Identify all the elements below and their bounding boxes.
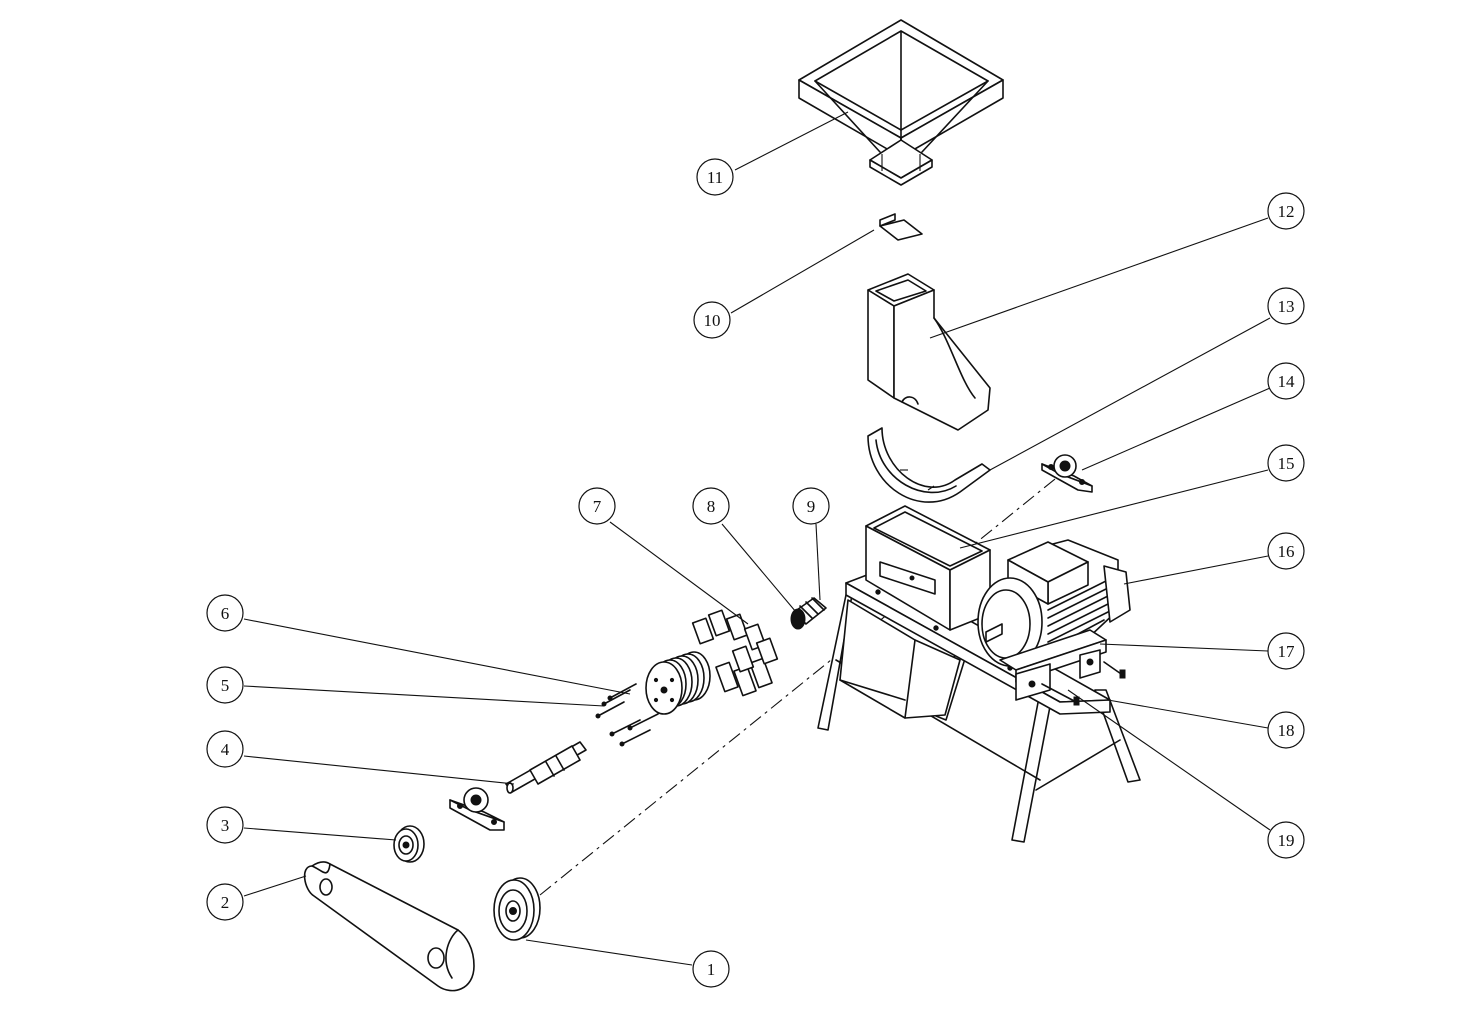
assembly-centerline [539, 474, 1061, 896]
svg-text:14: 14 [1278, 372, 1296, 391]
svg-text:9: 9 [807, 497, 816, 516]
rotor-disc-stack [645, 651, 711, 715]
leader-3 [243, 827, 397, 841]
adjusting-bolts [1041, 661, 1126, 706]
svg-text:11: 11 [707, 168, 723, 187]
balloon-14: 14 [1267, 362, 1305, 400]
balloon-10: 10 [693, 301, 731, 339]
balloon-17: 17 [1267, 632, 1305, 670]
leader-17 [1099, 643, 1269, 652]
svg-text:8: 8 [707, 497, 716, 516]
balloon-9: 9 [792, 487, 830, 525]
leader-9 [815, 523, 821, 601]
leader-19 [1067, 689, 1271, 831]
balloon-18: 18 [1267, 711, 1305, 749]
svg-text:12: 12 [1278, 202, 1295, 221]
hammer-set [691, 609, 779, 697]
balloon-5: 5 [206, 666, 244, 704]
electric-motor [977, 539, 1131, 683]
hopper [798, 19, 1004, 186]
balloon-12: 12 [1267, 192, 1305, 230]
svg-text:13: 13 [1278, 297, 1295, 316]
balloons: 1 2 3 4 5 6 7 8 9 10 11 [206, 158, 1305, 988]
svg-text:2: 2 [221, 893, 230, 912]
leader-16 [1123, 555, 1269, 585]
svg-text:3: 3 [221, 816, 230, 835]
svg-text:7: 7 [593, 497, 602, 516]
leader-11 [734, 111, 849, 171]
leader-8 [721, 523, 797, 613]
balloon-15: 15 [1267, 444, 1305, 482]
motor-cooling-fins [1047, 579, 1109, 651]
hammer-pins [595, 683, 659, 747]
leader-lines [243, 111, 1271, 966]
pillow-block-bearing-upper [1041, 454, 1093, 493]
leader-10 [730, 229, 875, 314]
leader-13 [989, 317, 1271, 471]
leader-18 [1107, 699, 1269, 729]
leader-5 [243, 685, 605, 707]
balloon-2: 2 [206, 883, 244, 921]
balloon-8: 8 [692, 487, 730, 525]
leader-1 [525, 939, 693, 966]
balloon-19: 19 [1267, 821, 1305, 859]
leader-14 [1081, 387, 1271, 471]
balloon-7: 7 [578, 487, 616, 525]
feed-gate-plate [879, 213, 923, 241]
balloon-4: 4 [206, 730, 244, 768]
main-pulley [493, 877, 541, 941]
svg-text:16: 16 [1278, 542, 1295, 561]
balloon-6: 6 [206, 594, 244, 632]
motor-mount-rails [1015, 649, 1101, 701]
svg-text:10: 10 [704, 311, 721, 330]
svg-text:5: 5 [221, 676, 230, 695]
v-belt [303, 861, 475, 992]
svg-text:1: 1 [707, 960, 716, 979]
svg-text:18: 18 [1278, 721, 1295, 740]
svg-text:17: 17 [1278, 642, 1296, 661]
balloon-1: 1 [692, 950, 730, 988]
leader-4 [243, 755, 515, 785]
screen-half-ring [867, 427, 991, 503]
svg-text:19: 19 [1278, 831, 1295, 850]
leader-12 [929, 217, 1269, 339]
svg-text:6: 6 [221, 604, 230, 623]
svg-text:15: 15 [1278, 454, 1295, 473]
balloon-11: 11 [696, 158, 734, 196]
leader-7 [609, 521, 749, 625]
balloon-3: 3 [206, 806, 244, 844]
main-shaft [505, 741, 587, 794]
motor-pulley [393, 825, 425, 863]
feed-chute [867, 273, 991, 431]
leader-6 [243, 618, 631, 695]
balloon-13: 13 [1267, 287, 1305, 325]
leader-2 [243, 875, 307, 897]
svg-text:4: 4 [221, 740, 230, 759]
balloon-16: 16 [1267, 532, 1305, 570]
spacer-sleeve [790, 597, 827, 630]
leader-15 [959, 469, 1269, 549]
pillow-block-bearing-lower [449, 787, 505, 831]
